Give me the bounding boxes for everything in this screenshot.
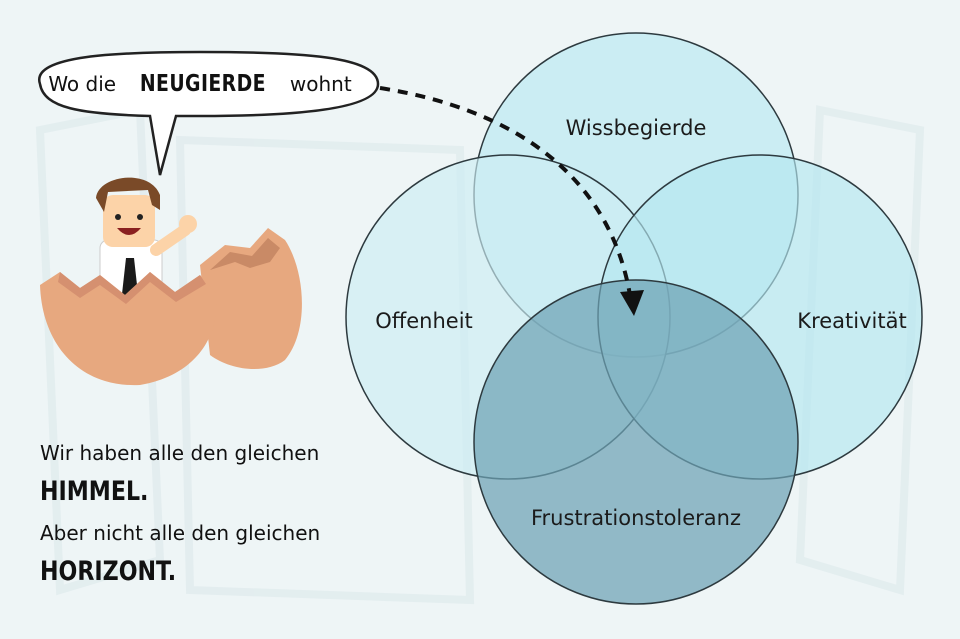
venn-circle-frustrationstoleranz xyxy=(473,279,799,605)
label-frustrationstoleranz: Frustrationstoleranz xyxy=(530,506,742,530)
venn-diagram xyxy=(345,32,923,605)
dashed-curve-arrow xyxy=(379,86,644,316)
speech-bubble xyxy=(38,50,380,176)
label-offenheit: Offenheit xyxy=(375,309,473,333)
man-in-eggshell-icon xyxy=(40,177,302,386)
quote-line-1: Wir haben alle den gleichen xyxy=(40,441,320,465)
quote-word-himmel: HIMMEL. xyxy=(40,476,149,507)
label-kreativitaet: Kreativität xyxy=(797,309,907,333)
bubble-emphasis: NEUGIERDE xyxy=(139,71,267,97)
quote-line-2: Aber nicht alle den gleichen xyxy=(40,521,321,545)
quote-word-horizont: HORIZONT. xyxy=(40,556,177,587)
speech-bubble-text: Wo die NEUGIERDE wohnt xyxy=(30,64,370,104)
bubble-prefix: Wo die xyxy=(48,72,117,96)
bubble-suffix: wohnt xyxy=(289,72,352,96)
label-wissbegierde: Wissbegierde xyxy=(565,116,707,140)
